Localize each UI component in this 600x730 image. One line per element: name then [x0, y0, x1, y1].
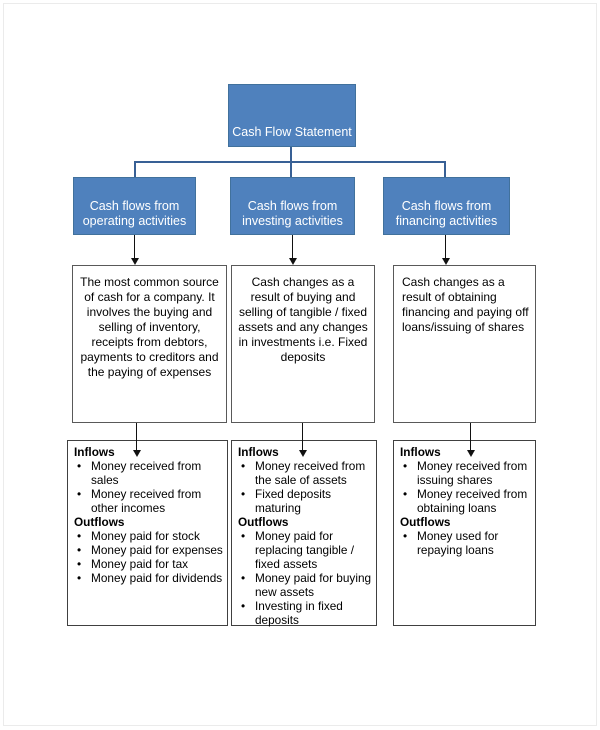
description-text: The most common source of cash for a com…: [80, 275, 219, 379]
list-item: Money received from obtaining loans: [400, 487, 533, 515]
node-financing-activities: Cash flows from financing activities: [383, 177, 510, 235]
list-item: Investing in fixed deposits: [238, 599, 374, 627]
node-label: Cash flows from financing activities: [395, 199, 498, 228]
down-arrow-icon: [441, 235, 450, 265]
outflows-list-investing: Money paid for replacing tangible / fixe…: [238, 529, 374, 627]
list-item: Money used for repaying loans: [400, 529, 533, 557]
flows-box-financing: Inflows Money received from issuing shar…: [393, 440, 536, 626]
list-item: Money paid for stock: [74, 529, 225, 543]
inflows-heading: Inflows: [238, 445, 279, 459]
root-node-cash-flow-statement: Cash Flow Statement: [228, 84, 356, 147]
description-box-investing: Cash changes as a result of buying and s…: [231, 265, 375, 423]
down-arrow-icon: [132, 423, 141, 457]
outflows-heading: Outflows: [74, 515, 125, 529]
inflows-list-operating: Money received from sales Money received…: [74, 459, 225, 515]
inflows-list-financing: Money received from issuing shares Money…: [400, 459, 533, 515]
flows-box-operating: Inflows Money received from sales Money …: [67, 440, 228, 626]
node-label: Cash flows from investing activities: [242, 199, 343, 228]
list-item: Money received from issuing shares: [400, 459, 533, 487]
list-item: Money paid for tax: [74, 557, 225, 571]
outflows-list-operating: Money paid for stock Money paid for expe…: [74, 529, 225, 585]
node-investing-activities: Cash flows from investing activities: [230, 177, 355, 235]
description-text: Cash changes as a result of buying and s…: [238, 275, 368, 364]
outflows-list-financing: Money used for repaying loans: [400, 529, 533, 557]
down-arrow-icon: [298, 423, 307, 457]
list-item: Money paid for buying new assets: [238, 571, 374, 599]
outflows-heading: Outflows: [400, 515, 451, 529]
list-item: Money received from other incomes: [74, 487, 225, 515]
outflows-heading: Outflows: [238, 515, 289, 529]
description-box-financing: Cash changes as a result of obtaining fi…: [393, 265, 536, 423]
list-item: Money paid for expenses: [74, 543, 225, 557]
list-item: Fixed deposits maturing: [238, 487, 374, 515]
connector-line: [290, 147, 292, 162]
description-box-operating: The most common source of cash for a com…: [72, 265, 227, 423]
node-label: Cash flows from operating activities: [82, 199, 187, 228]
list-item: Money paid for dividends: [74, 571, 225, 585]
connector-line: [290, 161, 292, 177]
list-item: Money received from sales: [74, 459, 225, 487]
inflows-heading: Inflows: [400, 445, 441, 459]
down-arrow-icon: [130, 235, 139, 265]
list-item: Money received from the sale of assets: [238, 459, 374, 487]
root-node-label: Cash Flow Statement: [232, 125, 352, 139]
flows-box-investing: Inflows Money received from the sale of …: [231, 440, 377, 627]
connector-line: [444, 161, 446, 177]
inflows-list-investing: Money received from the sale of assets F…: [238, 459, 374, 515]
down-arrow-icon: [288, 235, 297, 265]
down-arrow-icon: [466, 423, 475, 457]
description-text: Cash changes as a result of obtaining fi…: [402, 275, 529, 334]
list-item: Money paid for replacing tangible / fixe…: [238, 529, 374, 571]
node-operating-activities: Cash flows from operating activities: [73, 177, 196, 235]
inflows-heading: Inflows: [74, 445, 115, 459]
connector-line: [134, 161, 136, 177]
